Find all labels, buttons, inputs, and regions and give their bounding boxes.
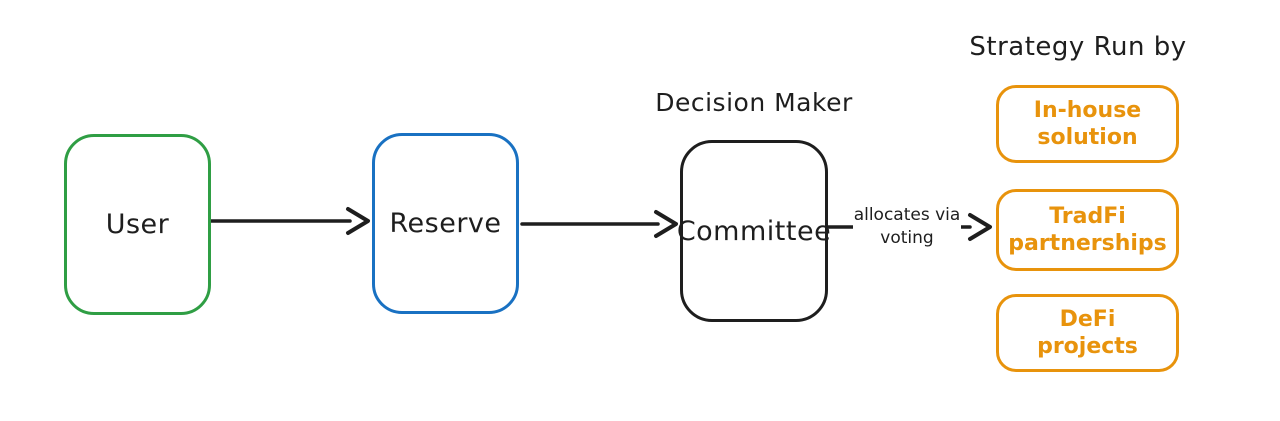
arrowhead-right-icon — [346, 207, 370, 235]
strategy-option-defi: DeFi projects — [996, 294, 1179, 372]
arrow-reserve-to-committee — [520, 210, 678, 238]
strategy-option-label: DeFi projects — [1037, 306, 1138, 360]
strategy-option-label: In-house solution — [1033, 97, 1142, 151]
strategy-heading: Strategy Run by — [969, 32, 1187, 62]
arrowhead-right-icon — [968, 213, 992, 241]
decision-maker-caption: Decision Maker — [655, 88, 853, 117]
strategy-option-label: TradFi partnerships — [1008, 203, 1167, 257]
arrow-user-to-reserve — [209, 207, 370, 235]
strategy-option-in-house: In-house solution — [996, 85, 1179, 163]
strategy-option-tradfi: TradFi partnerships — [996, 189, 1179, 271]
committee-node: Committee — [676, 140, 832, 322]
edge-label-allocates-via-voting: allocates via voting — [853, 204, 961, 250]
arrowhead-right-icon — [654, 210, 678, 238]
user-node: User — [64, 134, 211, 315]
reserve-node-label: Reserve — [389, 208, 502, 239]
reserve-node: Reserve — [372, 133, 519, 314]
committee-node-label: Committee — [676, 215, 832, 247]
user-node-label: User — [105, 209, 170, 240]
